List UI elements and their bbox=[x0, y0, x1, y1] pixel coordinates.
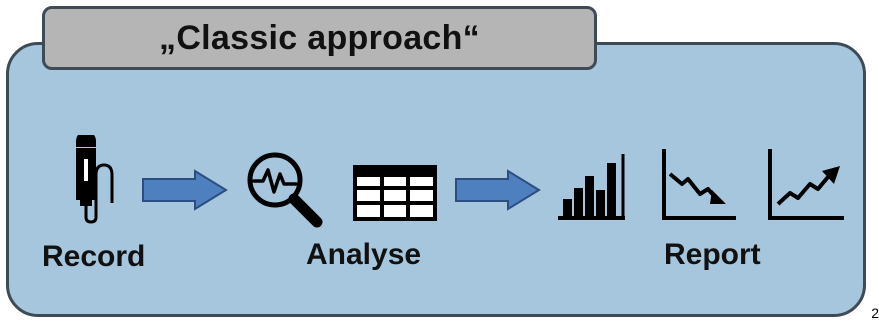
arrow-right-icon bbox=[142, 169, 228, 211]
microphone-icon bbox=[76, 135, 114, 224]
rising-chart-icon bbox=[768, 149, 844, 220]
declining-chart-icon bbox=[662, 149, 736, 220]
page-title: „Classic approach“ bbox=[159, 18, 480, 57]
corner-mark: 2 bbox=[871, 305, 879, 321]
title-tab: „Classic approach“ bbox=[42, 6, 597, 70]
report-label: Report bbox=[664, 238, 761, 271]
bar-chart-icon bbox=[558, 154, 625, 220]
analyse-label: Analyse bbox=[306, 238, 422, 271]
table-grid-icon bbox=[353, 165, 437, 221]
record-label: Record bbox=[42, 240, 146, 273]
arrow-right-icon bbox=[455, 169, 541, 211]
magnifier-waveform-icon bbox=[247, 152, 323, 228]
